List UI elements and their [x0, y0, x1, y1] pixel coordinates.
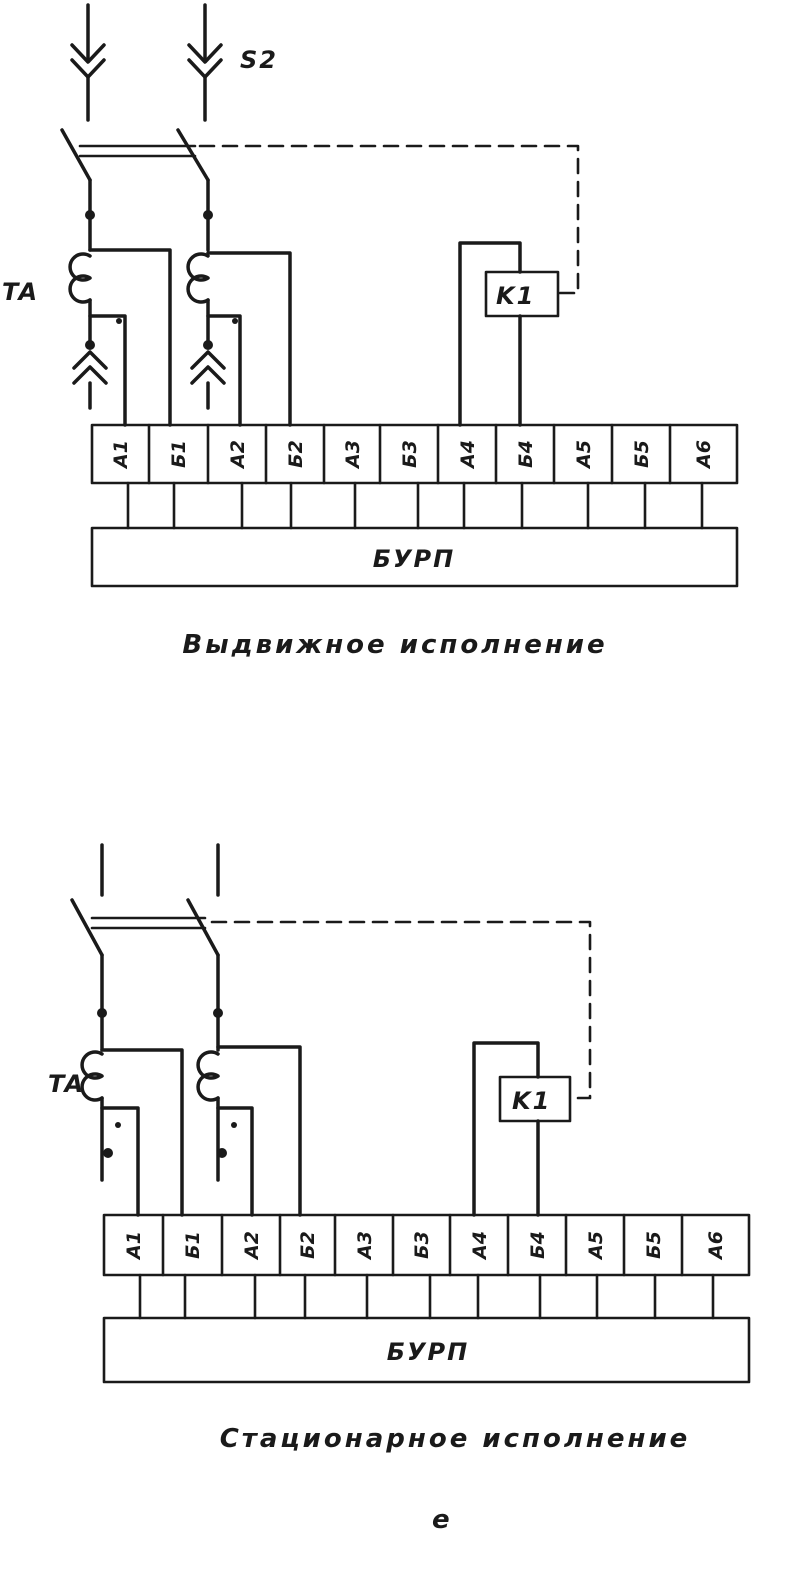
ct-label: TA	[2, 278, 39, 306]
relay-label: K1	[512, 1087, 551, 1115]
terminal-label: А6	[705, 1231, 727, 1261]
breaker	[70, 898, 592, 1100]
terminal-label: А3	[342, 440, 364, 470]
plug-connector-2	[187, 3, 223, 122]
terminal-label: Б5	[643, 1231, 665, 1259]
terminal-label: А1	[123, 1231, 145, 1261]
burp-unit: БУРП	[90, 526, 739, 588]
bottom-diagram: TA K1	[48, 843, 751, 1454]
relay-k1: K1	[458, 241, 560, 427]
ct-label: TA	[48, 1070, 85, 1098]
terminal-label: А4	[469, 1231, 491, 1261]
burp-unit: БУРП	[102, 1316, 751, 1384]
terminal-label: А2	[227, 440, 249, 470]
terminal-strip: А1 Б1 А2 Б2 А3 Б3 А4 Б4 А5 Б5 А6	[102, 1213, 751, 1320]
breaker	[60, 128, 580, 295]
terminal-label: Б3	[411, 1231, 433, 1259]
current-transformer-1	[80, 1008, 184, 1217]
top-diagram: S2 TA	[2, 3, 739, 660]
terminal-label: Б5	[631, 440, 653, 468]
figure-letter: е	[432, 1505, 453, 1535]
terminal-label: Б2	[285, 440, 307, 468]
caption: Выдвижное исполнение	[182, 630, 607, 660]
input-label: S2	[240, 46, 278, 74]
terminal-label: Б3	[399, 440, 421, 468]
terminal-label: А4	[457, 440, 479, 470]
unit-label: БУРП	[373, 545, 455, 573]
terminal-label: А5	[573, 440, 595, 470]
current-transformer-1	[68, 210, 172, 427]
caption: Стационарное исполнение	[220, 1424, 691, 1454]
relay-label: K1	[496, 282, 535, 310]
current-transformer-2	[186, 210, 292, 427]
terminal-label: Б4	[527, 1231, 549, 1259]
terminal-label: Б4	[515, 440, 537, 468]
terminal-label: А6	[693, 440, 715, 470]
relay-k1: K1	[472, 1041, 572, 1217]
terminal-label: А5	[585, 1231, 607, 1261]
terminal-strip: А1 Б1 А2 Б2 А3 Б3 А4 Б4 А5 Б5 А6	[90, 423, 739, 530]
terminal-label: Б1	[182, 1231, 204, 1259]
terminal-label: А2	[241, 1231, 263, 1261]
terminal-label: Б2	[297, 1231, 319, 1259]
current-transformer-2	[196, 1008, 302, 1217]
terminal-label: А3	[354, 1231, 376, 1261]
terminal-label: А1	[110, 440, 132, 470]
unit-label: БУРП	[387, 1338, 469, 1366]
plug-connector-1	[70, 3, 106, 122]
terminal-label: Б1	[168, 440, 190, 468]
